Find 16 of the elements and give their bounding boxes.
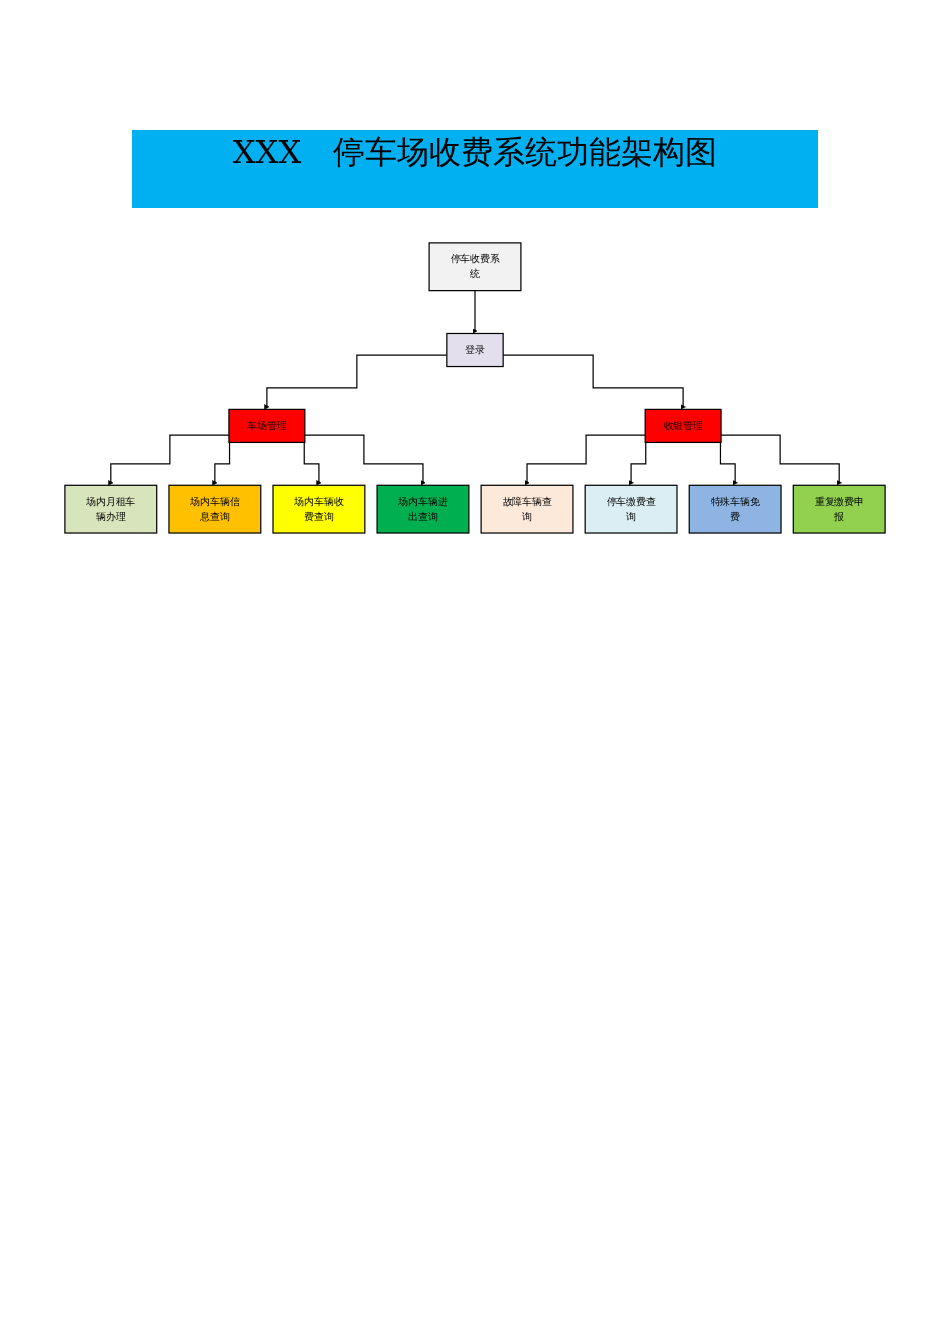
arrow (472, 290, 478, 334)
arrow (524, 434, 646, 486)
node-box: 场内月租车辆办理 (64, 484, 158, 534)
node-box: 停车缴费查询 (584, 484, 678, 534)
node-box: 故障车辆查询 (480, 484, 574, 534)
title-banner: XXX 停车场收费系统功能架构图 (132, 130, 818, 208)
node-box: 停车收费系统 (428, 242, 522, 292)
node-box: 登录 (446, 332, 504, 368)
arrow (304, 434, 426, 486)
node-box: 车场管理 (228, 408, 306, 444)
node-box: 场内车辆进出查询 (376, 484, 470, 534)
node-box: 特殊车辆免费 (688, 484, 782, 534)
node-box: 重复缴费申报 (792, 484, 886, 534)
node-box: 场内车辆信息查询 (168, 484, 262, 534)
node-box: 收银管理 (644, 408, 722, 444)
node-box: 场内车辆收费查询 (272, 484, 366, 534)
